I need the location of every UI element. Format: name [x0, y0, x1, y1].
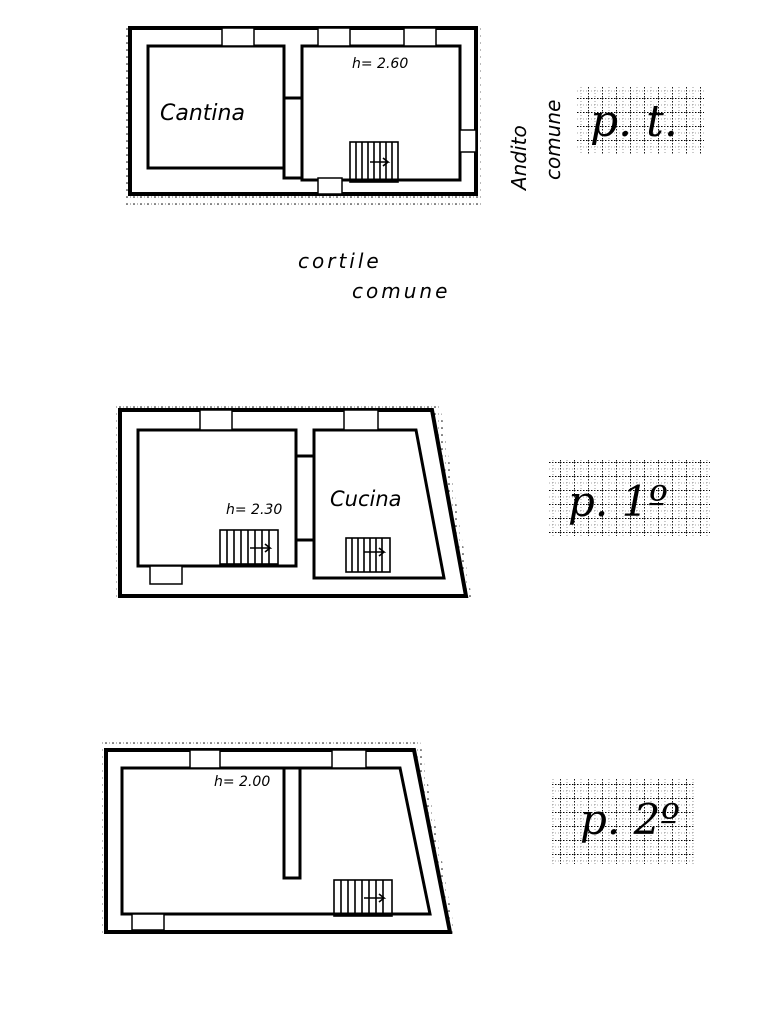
window	[199, 409, 233, 431]
second-floor-partition	[282, 766, 302, 880]
cortile-comune-label: comune	[352, 279, 450, 303]
staircase	[219, 529, 279, 565]
height-note: h= 2.00	[214, 774, 270, 790]
ground-floor-inner-right	[300, 44, 462, 182]
level-label-grid	[576, 86, 704, 154]
level-label-ground: p. t.	[590, 96, 678, 147]
second-floor-plan: h= 2.00	[100, 740, 456, 938]
height-note: h= 2.60	[352, 56, 408, 72]
ground-floor-plan: Cantina h= 2.60	[124, 24, 482, 206]
window	[331, 749, 367, 769]
first-floor-inner-left	[136, 428, 298, 568]
ground-floor-partition	[282, 96, 304, 180]
staircase	[333, 879, 393, 917]
door	[459, 129, 477, 153]
level-label-second: p. 2º	[580, 795, 680, 844]
window	[403, 27, 437, 47]
window	[317, 27, 351, 47]
window	[131, 913, 165, 931]
room-label-cantina: Cantina	[160, 101, 245, 126]
second-floor-inner	[120, 766, 432, 916]
first-floor-plan: Cucina h= 2.30	[114, 404, 472, 600]
height-note: h= 2.30	[226, 502, 282, 518]
cortile-label: cortile	[298, 249, 382, 273]
window	[221, 27, 255, 47]
level-label-grid	[552, 778, 694, 864]
andito-comune-label: comune	[541, 100, 565, 180]
window	[149, 565, 183, 585]
window	[189, 749, 221, 769]
level-label-grid	[548, 460, 710, 536]
level-label-first: p. 1º	[568, 477, 668, 526]
room-label-cucina: Cucina	[330, 487, 402, 511]
window	[343, 409, 379, 431]
door	[317, 177, 343, 195]
ground-floor-inner-left	[146, 44, 286, 170]
staircase	[349, 141, 399, 183]
andito-label: Andito	[507, 125, 531, 192]
first-floor-partition	[294, 454, 316, 542]
staircase	[345, 537, 391, 573]
